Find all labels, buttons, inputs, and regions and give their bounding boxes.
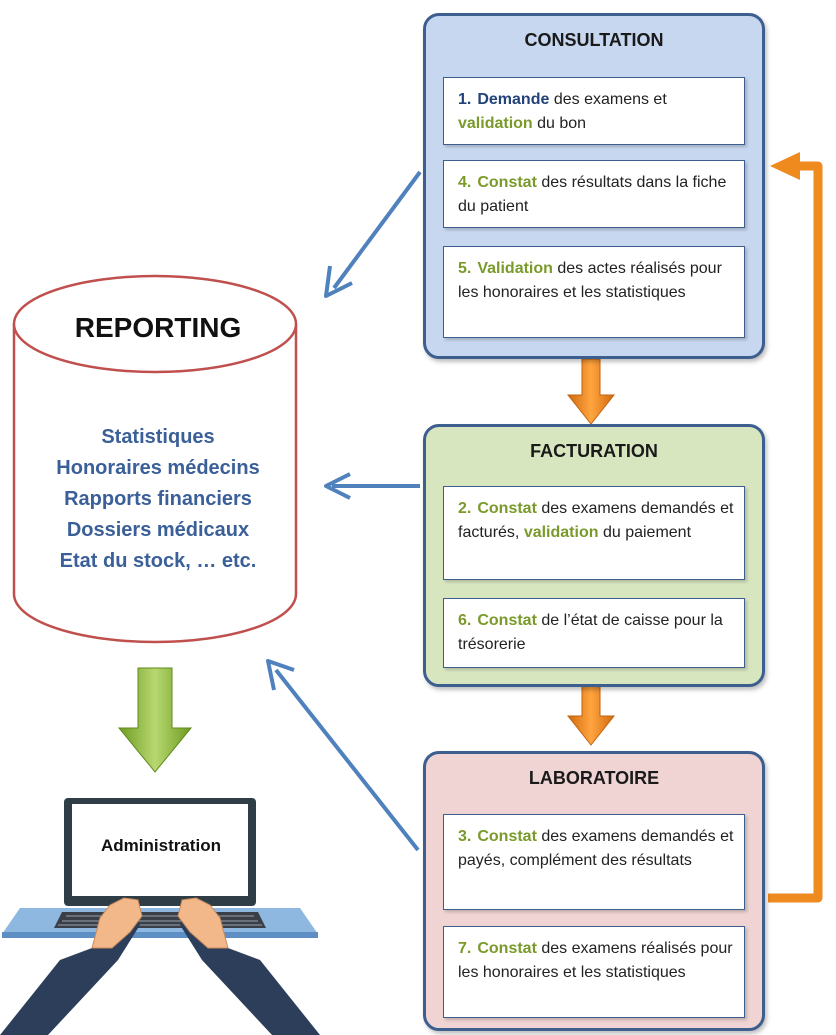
step-keyword: Constat — [477, 612, 537, 629]
reporting-cylinder — [12, 274, 298, 644]
reporting-item-rapports: Rapports financiers — [64, 488, 252, 510]
step-keyword: Constat — [477, 828, 537, 845]
consultation-title: CONSULTATION — [524, 30, 664, 50]
step-text: de l’état de caisse pour la trésorerie — [458, 612, 723, 653]
reporting-item-dossiers: Dossiers médicaux — [66, 519, 250, 541]
step-text: des actes réalisés pour les honoraires e… — [458, 260, 722, 301]
reporting-item-honoraires: Honoraires médecins — [56, 457, 260, 479]
laboratoire-step-7: 7. Constat des examens réalisés pour les … — [443, 926, 745, 1018]
step-number: 2. — [458, 500, 472, 517]
step-number: 1. — [458, 91, 472, 108]
facturation-step-6: 6. Constat de l’état de caisse pour la tr… — [443, 598, 745, 668]
step-number: 7. — [458, 940, 472, 957]
facturation-step-2: 2. Constat des examens demandés et factur… — [443, 486, 745, 580]
reporting-title: REPORTING — [74, 312, 242, 343]
consultation-step-5: 5. Validation des actes réalisés pour les… — [443, 246, 745, 338]
consultation-step-4: 4. Constat des résultats dans la fiche du… — [443, 160, 745, 228]
step-keyword: Demande — [477, 91, 550, 108]
step-keyword: validation — [458, 115, 533, 132]
step-number: 6. — [458, 612, 472, 629]
hand-right — [177, 897, 320, 1035]
reporting-item-stock: Etat du stock, … etc. — [59, 550, 257, 572]
hand-left — [0, 897, 143, 1035]
step-keyword: Constat — [477, 174, 537, 191]
step-text: des examens et — [549, 91, 667, 108]
laptop-illustration — [0, 798, 320, 1035]
laboratoire-step-3: 3. Constat des examens demandés et payés,… — [443, 814, 745, 910]
step-number: 5. — [458, 260, 472, 277]
arrow-laboratoire-to-reporting — [266, 659, 420, 852]
step-keyword: Constat — [477, 500, 537, 517]
step-keyword: validation — [523, 524, 599, 541]
administration-label: Administration — [101, 836, 221, 855]
step-keyword: Validation — [477, 260, 553, 277]
arrow-facturation-to-reporting — [324, 472, 420, 500]
step-number: 3. — [458, 828, 472, 845]
consultation-step-1: 1. Demande des examens et validation du b… — [443, 77, 745, 145]
step-text: du paiement — [598, 524, 692, 541]
step-text: du bon — [532, 115, 587, 132]
step-text: des examens réalisés pour les honoraires… — [458, 940, 733, 981]
down-arrow-consultation-facturation — [566, 358, 616, 425]
step-keyword: Constat — [477, 940, 537, 957]
laboratoire-title: LABORATOIRE — [528, 768, 660, 788]
feedback-loop-arrow — [768, 152, 823, 903]
down-arrow-reporting-administration — [117, 667, 193, 773]
step-text: des résultats dans la fiche du patient — [458, 174, 727, 215]
facturation-title: FACTURATION — [530, 441, 658, 461]
reporting-list: Statistiques Honoraires médecins Rapport… — [20, 422, 296, 577]
step-text: des examens demandés et facturés, — [458, 500, 734, 541]
arrow-consultation-to-reporting — [324, 170, 422, 298]
down-arrow-facturation-laboratoire — [566, 685, 616, 746]
step-text: des examens demandés et payés, complémen… — [458, 828, 734, 869]
step-number: 4. — [458, 174, 472, 191]
reporting-item-statistiques: Statistiques — [101, 426, 215, 448]
